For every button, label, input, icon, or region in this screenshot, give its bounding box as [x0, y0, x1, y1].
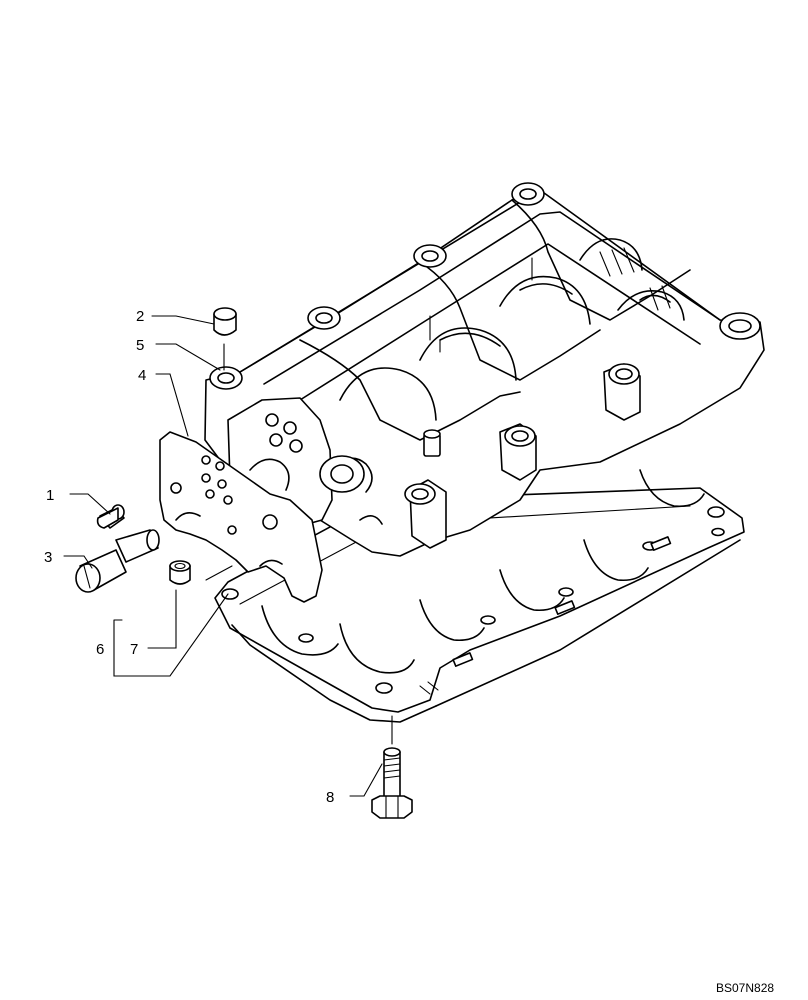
callout-6: 6	[96, 641, 104, 658]
leader-lines	[63, 315, 393, 797]
part-7-sleeve	[169, 560, 191, 585]
front-housing	[227, 397, 365, 527]
part-8-bolt	[371, 747, 413, 819]
part-2-plug	[213, 307, 237, 336]
callout-labels: 1 2 3 4 5 6 7 8	[44, 308, 334, 806]
part-1-dowel	[96, 504, 125, 529]
callout-5: 5	[136, 337, 144, 354]
callout-3: 3	[44, 549, 52, 566]
cover-plate	[159, 431, 323, 603]
callout-4: 4	[138, 367, 146, 384]
top-bosses	[209, 182, 761, 505]
callout-1: 1	[46, 487, 54, 504]
drawing-code: BS07N828	[716, 981, 774, 995]
callout-7: 7	[130, 641, 138, 658]
part-3-plug-bolt	[75, 529, 160, 593]
callout-2: 2	[136, 308, 144, 325]
callout-8: 8	[326, 789, 334, 806]
